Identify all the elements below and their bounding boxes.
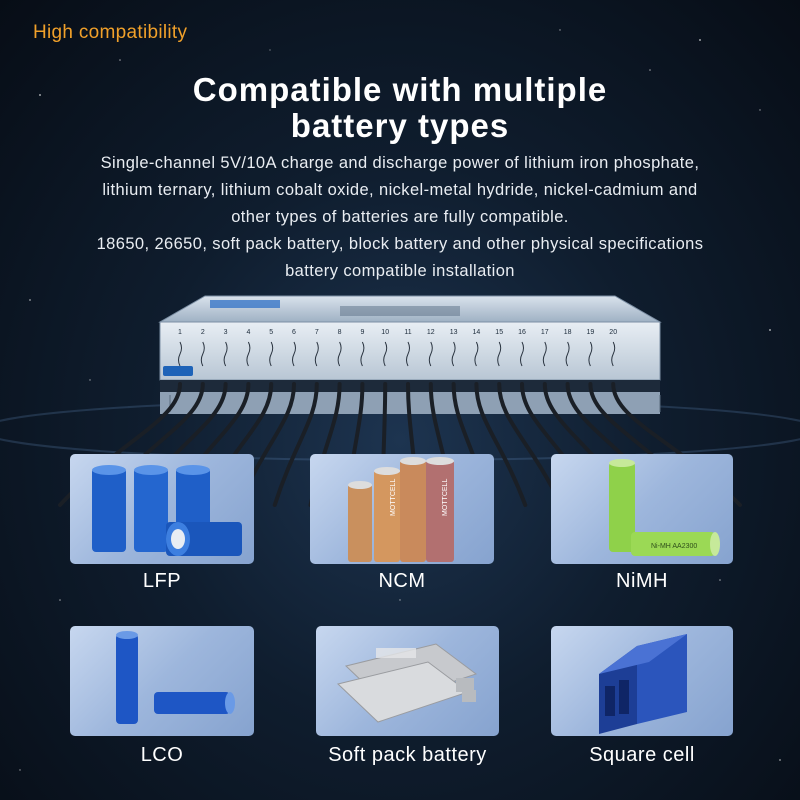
- description-line: battery compatible installation: [285, 262, 515, 280]
- description-line: Single-channel 5V/10A charge and dischar…: [100, 154, 700, 172]
- battery-label-square-cell: Square cell: [589, 744, 695, 766]
- square-cell-battery-icon: [599, 634, 687, 734]
- page-title: Compatible with multiple battery types: [0, 72, 800, 144]
- battery-card-soft-pack: [316, 626, 499, 736]
- channel-wire: [520, 341, 524, 367]
- channel-number: 6: [292, 329, 296, 336]
- channel-number: 10: [381, 329, 389, 336]
- battery-label-lco: LCO: [140, 744, 184, 766]
- channel-number: 7: [315, 329, 319, 336]
- channel-wire: [451, 341, 456, 367]
- channel-wire: [269, 341, 274, 367]
- channel-number: 12: [427, 329, 435, 336]
- channel-number: 18: [564, 329, 572, 336]
- channel-number: 15: [495, 329, 503, 336]
- battery-card-lco: [70, 626, 254, 736]
- channel-wire: [542, 341, 547, 367]
- channel-number: 13: [450, 329, 458, 336]
- channel-wire: [406, 341, 410, 367]
- channel-wire: [428, 341, 433, 367]
- tagline: High compatibility: [33, 22, 188, 43]
- channel-wire: [292, 341, 296, 367]
- battery-label-lfp: LFP: [142, 570, 182, 592]
- channel-number: 20: [609, 329, 617, 336]
- channel-number: 19: [587, 329, 595, 336]
- description: Single-channel 5V/10A charge and dischar…: [20, 150, 780, 285]
- page-title-line-2: battery types: [290, 107, 510, 144]
- description-line: 18650, 26650, soft pack battery, block b…: [96, 235, 704, 253]
- battery-brand-text: MOTTCELL: [390, 479, 397, 516]
- battery-label-ncm: NCM: [378, 570, 426, 592]
- channel-wire: [611, 341, 616, 367]
- channel-number: 11: [404, 329, 411, 336]
- channel-wire: [383, 341, 388, 367]
- channel-number: 1: [178, 329, 182, 336]
- channel-number: 14: [473, 329, 481, 336]
- channel-wire: [565, 341, 570, 367]
- green-nimh-battery-icon: Ni-MH AA2300: [609, 459, 720, 556]
- channel-wire: [246, 341, 251, 367]
- soft-pack-battery-icon: [336, 643, 478, 723]
- channel-wire: [314, 341, 319, 367]
- mottcell-battery-icon: MOTTCELL MOTTCELL: [348, 457, 454, 562]
- battery-print-text: Ni-MH AA2300: [651, 543, 697, 550]
- battery-label-soft-pack: Soft pack battery: [328, 744, 487, 766]
- battery-brand-text: MOTTCELL: [442, 479, 449, 516]
- channel-wire: [200, 341, 205, 367]
- channel-wire: [223, 341, 228, 367]
- channel-number: 4: [246, 329, 250, 336]
- channel-wire: [337, 341, 342, 367]
- channel-wire: [474, 341, 479, 367]
- battery-card-nimh: Ni-MH AA2300: [551, 454, 733, 564]
- channel-wire: [588, 341, 593, 367]
- blue-lco-battery-icon: [116, 631, 235, 724]
- channel-number: 3: [224, 329, 228, 336]
- channel-number: 17: [541, 329, 549, 336]
- cylindrical-blue-battery-icon: [92, 465, 242, 556]
- channel-number: 5: [269, 329, 273, 336]
- channel-number: 16: [518, 329, 526, 336]
- channel-wire: [360, 341, 365, 367]
- channel-number: 2: [201, 329, 205, 336]
- channel-wire: [497, 341, 502, 367]
- channel-number: 9: [360, 329, 364, 336]
- page-title-line-1: Compatible with multiple: [192, 71, 608, 108]
- battery-card-square-cell: [551, 626, 733, 736]
- channel-wire: [178, 341, 182, 367]
- channel-number: 8: [338, 329, 342, 336]
- battery-card-lfp: [70, 454, 254, 564]
- description-line: lithium ternary, lithium cobalt oxide, n…: [102, 181, 698, 199]
- test-cable: [474, 382, 528, 507]
- test-cable: [497, 382, 564, 507]
- description-line: other types of batteries are fully compa…: [231, 208, 569, 226]
- battery-card-ncm: MOTTCELL MOTTCELL: [310, 454, 494, 564]
- test-cable: [272, 382, 319, 507]
- battery-label-nimh: NiMH: [616, 570, 668, 592]
